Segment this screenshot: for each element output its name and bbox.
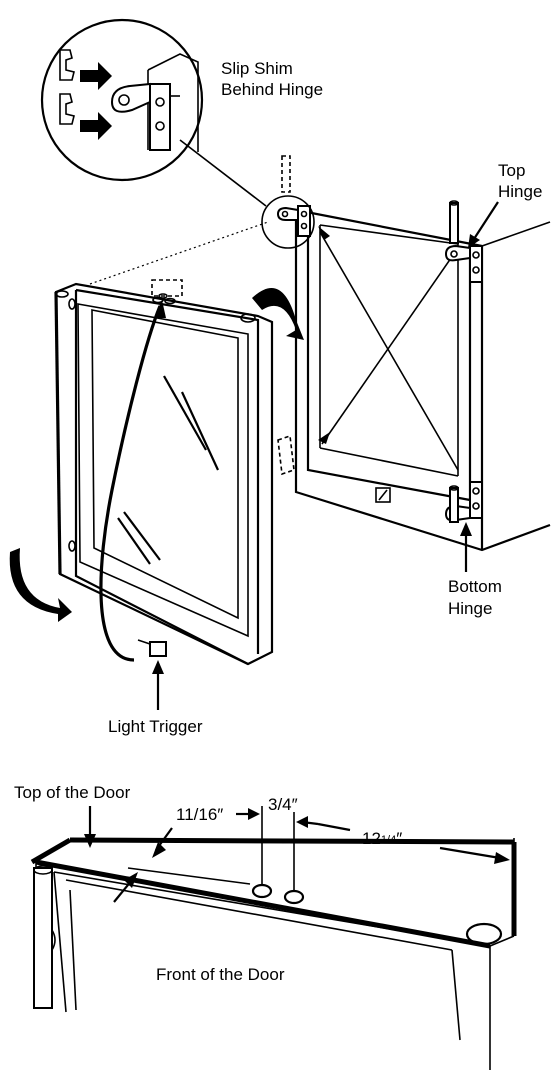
- light-trigger-box: [149, 641, 167, 657]
- rotation-arrow-top: [252, 287, 304, 340]
- label-slip-shim-1: Slip Shim: [221, 59, 293, 78]
- dimension-12-frac: 1/4: [381, 834, 396, 846]
- shim-arrow-bottom: [80, 112, 112, 140]
- left-top-hinge: [261, 155, 315, 249]
- shim-top: [59, 49, 75, 81]
- dimension-3-4: 3/4″: [268, 795, 298, 814]
- hole-large: [465, 922, 503, 946]
- dimension-12-mark: ″: [396, 829, 402, 848]
- label-slip-shim-2: Behind Hinge: [221, 80, 323, 99]
- dashed-hinge-pin: [281, 155, 291, 193]
- rotation-arrow-bottom: [9, 548, 72, 622]
- diagonal-arrowhead: [318, 432, 330, 444]
- cabinet-frame: [277, 208, 551, 552]
- light-trigger-pointer: [152, 660, 164, 710]
- dashed-bracket: [277, 434, 295, 476]
- hinge-pin: [449, 202, 459, 244]
- hole-1: [251, 883, 273, 899]
- latch: [375, 487, 391, 503]
- alignment-guide: [89, 221, 269, 285]
- hole-2: [283, 889, 305, 905]
- bottom-hinge: [444, 481, 483, 572]
- dimension-12-1-4: 121/4″: [362, 829, 402, 848]
- mirror-door: [54, 279, 274, 666]
- label-bottom-hinge-1: Bottom: [448, 577, 502, 596]
- magnifier-ring: [261, 195, 315, 249]
- shim-bottom: [59, 93, 75, 125]
- dimension-12-whole: 12: [362, 829, 381, 848]
- shim-arrow-top: [80, 62, 112, 90]
- label-bottom-hinge-2: Hinge: [448, 599, 492, 618]
- label-top-of-door: Top of the Door: [14, 783, 131, 802]
- label-top-hinge-1: Top: [498, 161, 525, 180]
- dimension-lines: [84, 806, 515, 903]
- top-hinge: [444, 200, 499, 283]
- inset-detail: [40, 18, 267, 207]
- diagonal-arrowhead: [318, 226, 330, 240]
- door-top-detail: [30, 837, 517, 1070]
- label-top-hinge-2: Hinge: [498, 182, 542, 201]
- dashed-top-hardware: [151, 279, 183, 297]
- dimension-11-16: 11/16″: [176, 805, 223, 824]
- label-front-of-door: Front of the Door: [156, 965, 285, 984]
- label-light-trigger: Light Trigger: [108, 717, 203, 736]
